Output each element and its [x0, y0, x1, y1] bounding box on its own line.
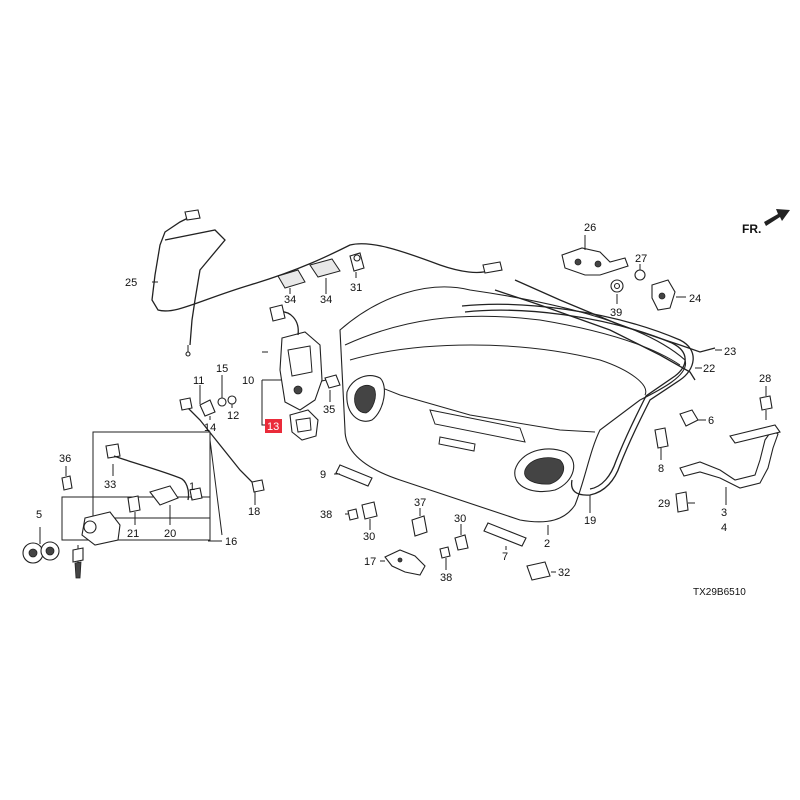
direction-label: FR.: [742, 222, 761, 236]
callout-7: 7: [502, 551, 508, 563]
callout-13: 13: [267, 421, 279, 433]
callout-30-right: 30: [454, 513, 466, 525]
latch-cover-part-13[interactable]: [289, 409, 319, 441]
callout-12: 12: [227, 410, 239, 422]
callout-8: 8: [658, 463, 664, 475]
callout-36: 36: [59, 453, 71, 465]
callout-26: 26: [584, 222, 596, 234]
nut-part-39[interactable]: [610, 279, 624, 293]
callout-5: 5: [36, 509, 42, 521]
callout-34-left: 34: [284, 294, 296, 306]
trunk-hinge-part-3-4[interactable]: [679, 424, 781, 489]
garnish-part-7[interactable]: [483, 522, 527, 547]
pad-part-34-left[interactable]: [277, 269, 306, 289]
rod-part-18[interactable]: [179, 397, 265, 493]
callout-3: 3: [721, 507, 727, 519]
callout-37: 37: [414, 497, 426, 509]
trunk-lid-part-2[interactable]: [339, 286, 686, 523]
callout-32: 32: [558, 567, 570, 579]
pad-part-34-right[interactable]: [309, 258, 341, 278]
trunk-latch-assembly-part-10[interactable]: [269, 304, 341, 411]
torsion-bar-part-23[interactable]: [514, 279, 716, 353]
bumper-part-8[interactable]: [654, 427, 669, 449]
callout-31: 31: [350, 282, 362, 294]
callout-9: 9: [320, 469, 326, 481]
callout-22: 22: [703, 363, 715, 375]
callout-25: 25: [125, 277, 137, 289]
callout-labels: 25 31 34 34 10 13 35 11 15 12 14 18 16 3…: [36, 222, 771, 598]
clip-part-38-left[interactable]: [347, 508, 359, 521]
callout-20: 20: [164, 528, 176, 540]
bracket-part-17[interactable]: [384, 549, 426, 576]
garnish-part-9[interactable]: [335, 464, 373, 487]
torsion-bar-part-22[interactable]: [494, 289, 696, 381]
fastener-group-11-15[interactable]: [199, 395, 237, 417]
highlight-marker: [265, 419, 282, 433]
clip-part-37[interactable]: [411, 515, 428, 537]
callout-23: 23: [724, 346, 736, 358]
callout-14: 14: [204, 422, 216, 434]
callout-34-right: 34: [320, 294, 332, 306]
callout-17: 17: [364, 556, 376, 568]
callout-15: 15: [216, 363, 228, 375]
callout-29: 29: [658, 498, 670, 510]
callout-35: 35: [323, 404, 335, 416]
stay-part-24[interactable]: [651, 279, 676, 311]
callout-16: 16: [225, 536, 237, 548]
callout-1: 1: [189, 481, 195, 493]
clip-part-31[interactable]: [349, 252, 365, 272]
front-direction-indicator: FR.: [742, 209, 790, 236]
callout-39: 39: [610, 307, 622, 319]
trunk-cable-part-25[interactable]: [151, 209, 503, 357]
leader-lines: [39, 235, 767, 573]
callout-21: 21: [127, 528, 139, 540]
callout-18: 18: [248, 506, 260, 518]
callout-28: 28: [759, 373, 771, 385]
plug-part-32[interactable]: [526, 561, 551, 581]
bolt-part-27[interactable]: [634, 269, 646, 281]
callout-27: 27: [635, 253, 647, 265]
callout-30-left: 30: [363, 531, 375, 543]
callout-2: 2: [544, 538, 550, 550]
front-arrow-icon: [764, 209, 790, 226]
bolt-part-29[interactable]: [675, 491, 689, 513]
clip-part-30-left[interactable]: [361, 501, 378, 520]
hinge-bracket-part-26[interactable]: [561, 247, 629, 276]
lock-cylinder-assembly-part-16[interactable]: [22, 431, 211, 579]
callout-19: 19: [584, 515, 596, 527]
bolt-part-28[interactable]: [759, 395, 773, 420]
clip-part-30-right[interactable]: [454, 534, 469, 551]
callout-24: 24: [689, 293, 701, 305]
callout-38-left: 38: [320, 509, 332, 521]
clip-part-38-right[interactable]: [439, 546, 451, 559]
callout-4: 4: [721, 522, 727, 534]
clip-part-6[interactable]: [679, 409, 699, 427]
callout-10: 10: [242, 375, 254, 387]
callout-38-right: 38: [440, 572, 452, 584]
callout-6: 6: [708, 415, 714, 427]
callout-11: 11: [193, 375, 204, 387]
reference-code: TX29B6510: [693, 587, 746, 598]
callout-33: 33: [104, 479, 116, 491]
